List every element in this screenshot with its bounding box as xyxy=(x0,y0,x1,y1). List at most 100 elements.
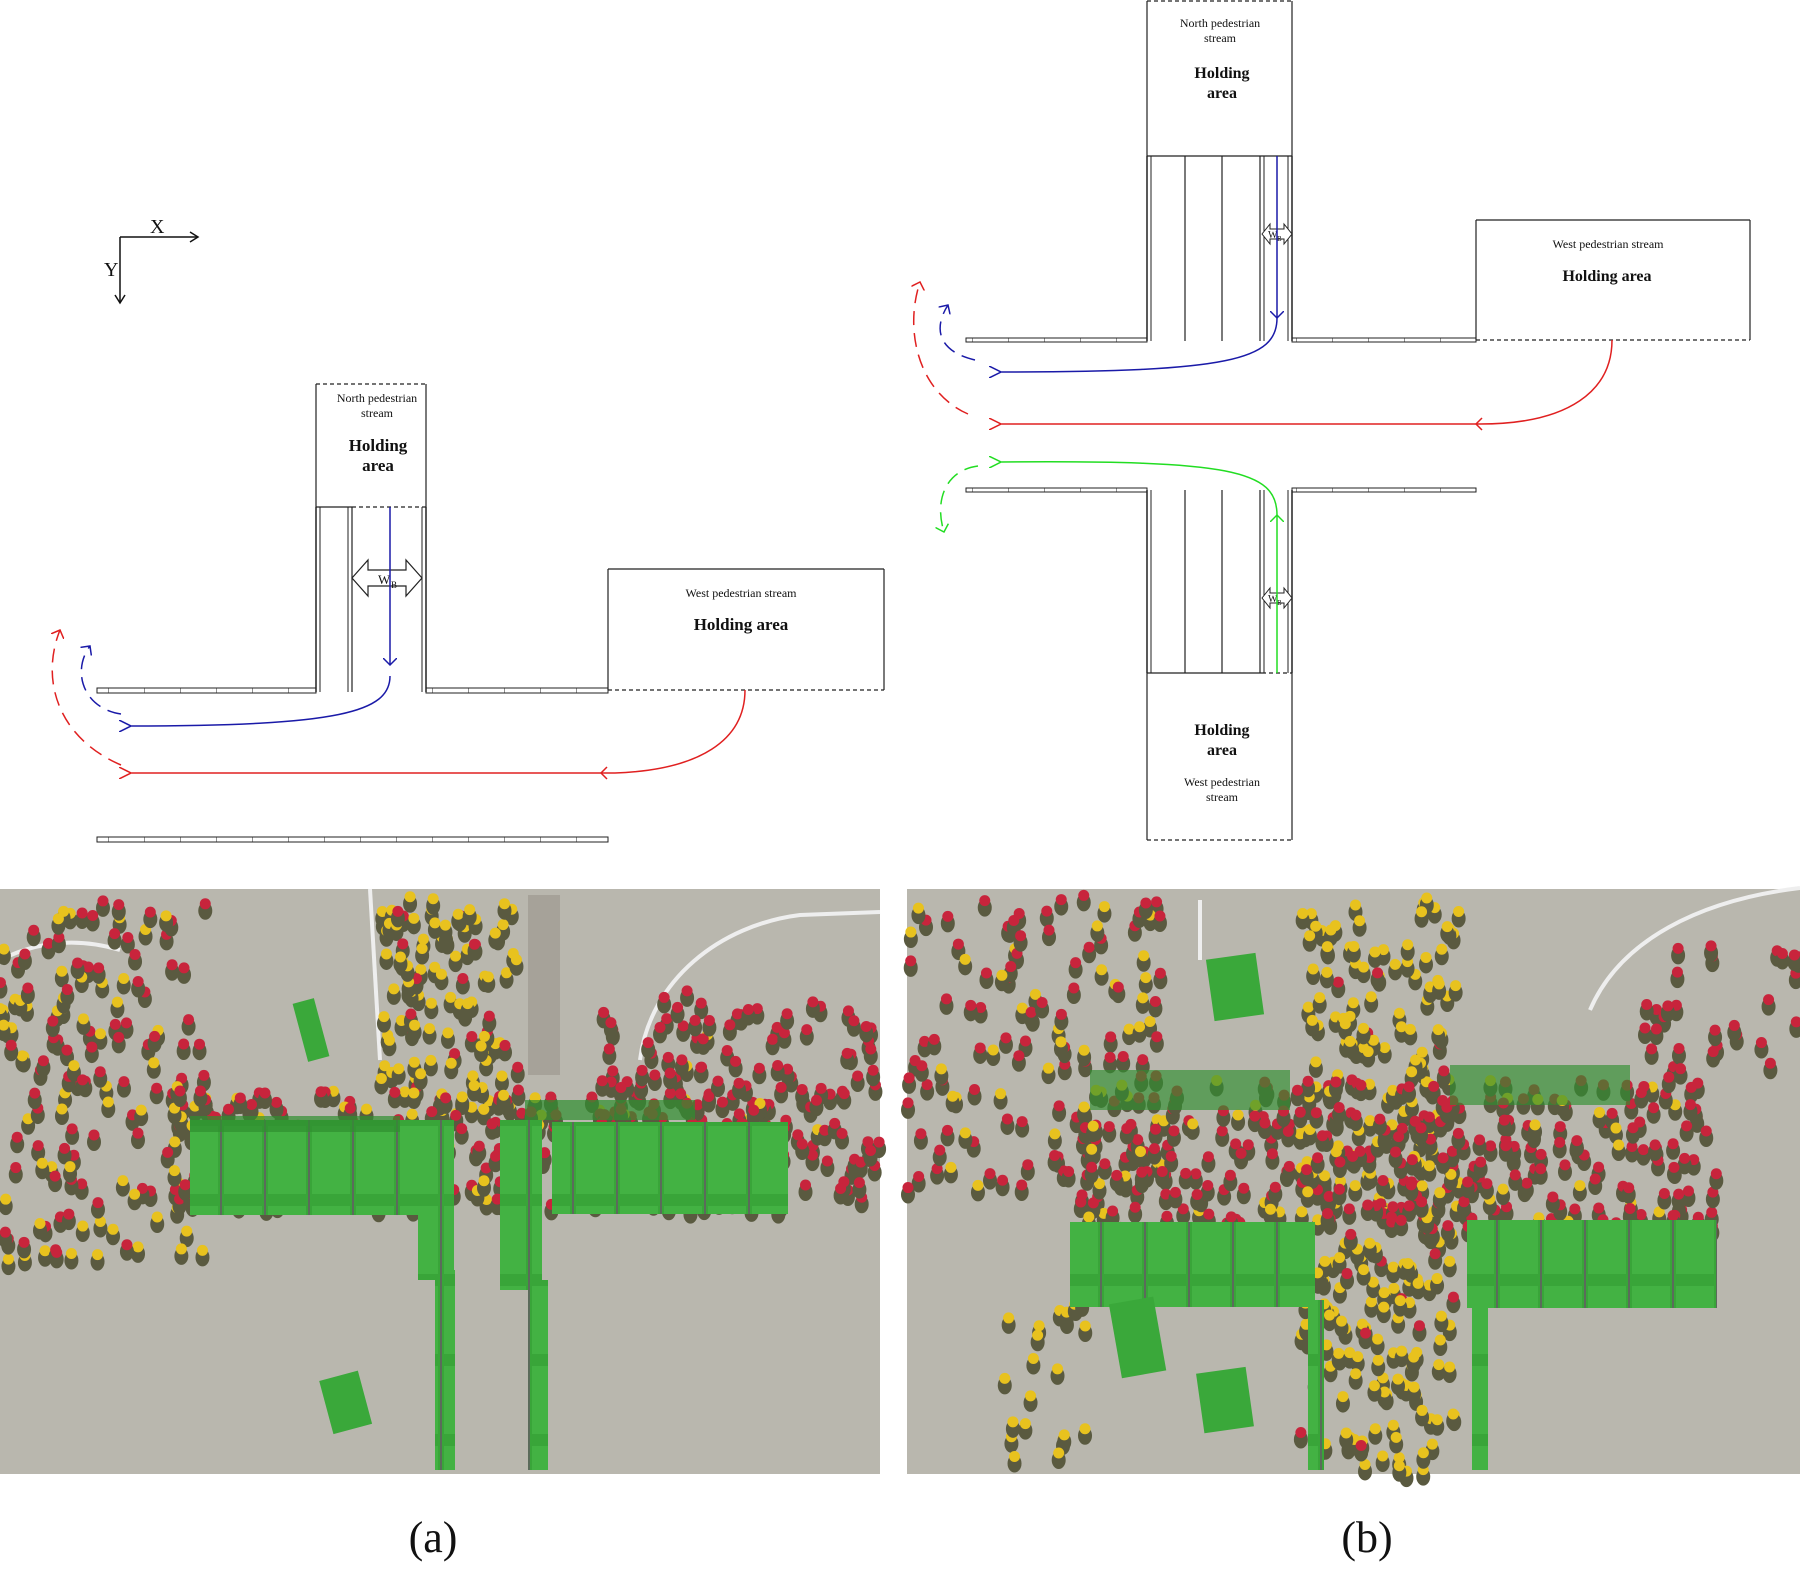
helmet xyxy=(658,991,670,1003)
helmet xyxy=(169,1136,181,1148)
helmet xyxy=(1235,1147,1247,1159)
helmet xyxy=(1500,1140,1512,1152)
helmet xyxy=(510,954,522,966)
helmet xyxy=(649,1069,661,1081)
helmet xyxy=(867,1064,879,1076)
helmet xyxy=(1340,1427,1352,1439)
helmet xyxy=(1322,1207,1334,1219)
helmet xyxy=(1083,1211,1095,1223)
helmet xyxy=(1357,1022,1369,1034)
helmet xyxy=(801,1024,813,1036)
helmet xyxy=(151,1082,163,1094)
helmet xyxy=(716,1096,728,1108)
helmet xyxy=(848,1015,860,1027)
helmet xyxy=(469,938,481,950)
helmet xyxy=(1203,1208,1215,1220)
helmet xyxy=(545,1091,557,1103)
helmet xyxy=(1635,1208,1647,1220)
helmet xyxy=(97,895,109,907)
helmet xyxy=(183,1014,195,1026)
helmet xyxy=(426,1106,438,1118)
helmet xyxy=(1336,1315,1348,1327)
helmet xyxy=(860,1020,872,1032)
fence-a-4 xyxy=(500,1120,542,1290)
helmet xyxy=(1049,1128,1061,1140)
west-flow-dashed-a xyxy=(52,630,122,766)
west-stream-label-a: West pedestrian stream xyxy=(686,586,798,600)
helmet xyxy=(1042,1062,1054,1074)
helmet xyxy=(1016,1002,1028,1014)
helmet xyxy=(429,917,441,929)
south-corridor-b xyxy=(1146,490,1293,674)
helmet xyxy=(466,1031,478,1043)
helmet xyxy=(1078,1044,1090,1056)
helmet xyxy=(1123,1023,1135,1035)
helmet xyxy=(902,1182,914,1194)
helmet xyxy=(1224,1169,1236,1181)
helmet xyxy=(1706,1206,1718,1218)
width-label-b-north: W xyxy=(1268,230,1278,241)
helmet xyxy=(1364,1115,1376,1127)
helmet xyxy=(416,942,428,954)
helmet xyxy=(113,899,125,911)
helmet xyxy=(1393,1460,1405,1472)
helmet xyxy=(1356,1318,1368,1330)
helmet xyxy=(615,1081,627,1093)
helmet xyxy=(1216,1125,1228,1137)
helmet xyxy=(457,972,469,984)
helmet xyxy=(1393,1131,1405,1143)
helmet xyxy=(1177,1203,1189,1215)
helmet xyxy=(1593,1202,1605,1214)
helmet xyxy=(178,1038,190,1050)
helmet xyxy=(68,1060,80,1072)
south-flow-dashed-b xyxy=(941,465,979,532)
helmet xyxy=(464,904,476,916)
helmet xyxy=(1675,1063,1687,1075)
helmet xyxy=(1083,941,1095,953)
helmet xyxy=(1020,1035,1032,1047)
helmet xyxy=(1078,1101,1090,1113)
helmet xyxy=(751,1003,763,1015)
helmet xyxy=(1623,1182,1635,1194)
helmet xyxy=(1232,1109,1244,1121)
helmet xyxy=(1333,1102,1345,1114)
helmet xyxy=(916,1060,928,1072)
helmet xyxy=(1764,1057,1776,1069)
helmet xyxy=(1421,892,1433,904)
helmet xyxy=(855,1156,867,1168)
helmet xyxy=(1453,905,1465,917)
helmet xyxy=(1388,1282,1400,1294)
helmet xyxy=(435,968,447,980)
helmet xyxy=(1671,966,1683,978)
helmet xyxy=(86,1041,98,1053)
helmet xyxy=(1788,949,1800,961)
width-marker-a: W B xyxy=(351,558,423,598)
helmet xyxy=(1394,1295,1406,1307)
helmet xyxy=(852,1070,864,1082)
helmet xyxy=(853,1177,865,1189)
helmet xyxy=(1408,1351,1420,1363)
helmet xyxy=(49,1170,61,1182)
helmet xyxy=(724,1019,736,1031)
helmet xyxy=(996,969,1008,981)
helmet xyxy=(1015,930,1027,942)
helmet xyxy=(1434,1334,1446,1346)
helmet xyxy=(1134,1021,1146,1033)
helmet xyxy=(1403,1200,1415,1212)
helmet xyxy=(1365,991,1377,1003)
west-flow-dashed-b xyxy=(914,282,969,415)
helmet xyxy=(928,1033,940,1045)
helmet xyxy=(1117,1050,1129,1062)
helmet xyxy=(425,1054,437,1066)
helmet xyxy=(1138,950,1150,962)
helmet xyxy=(445,1057,457,1069)
helmet xyxy=(1393,1452,1405,1464)
helmet xyxy=(730,1055,742,1067)
helmet xyxy=(425,997,437,1009)
helmet xyxy=(642,1037,654,1049)
helmet xyxy=(497,919,509,931)
helmet xyxy=(1535,1148,1547,1160)
helmet xyxy=(1360,1327,1372,1339)
